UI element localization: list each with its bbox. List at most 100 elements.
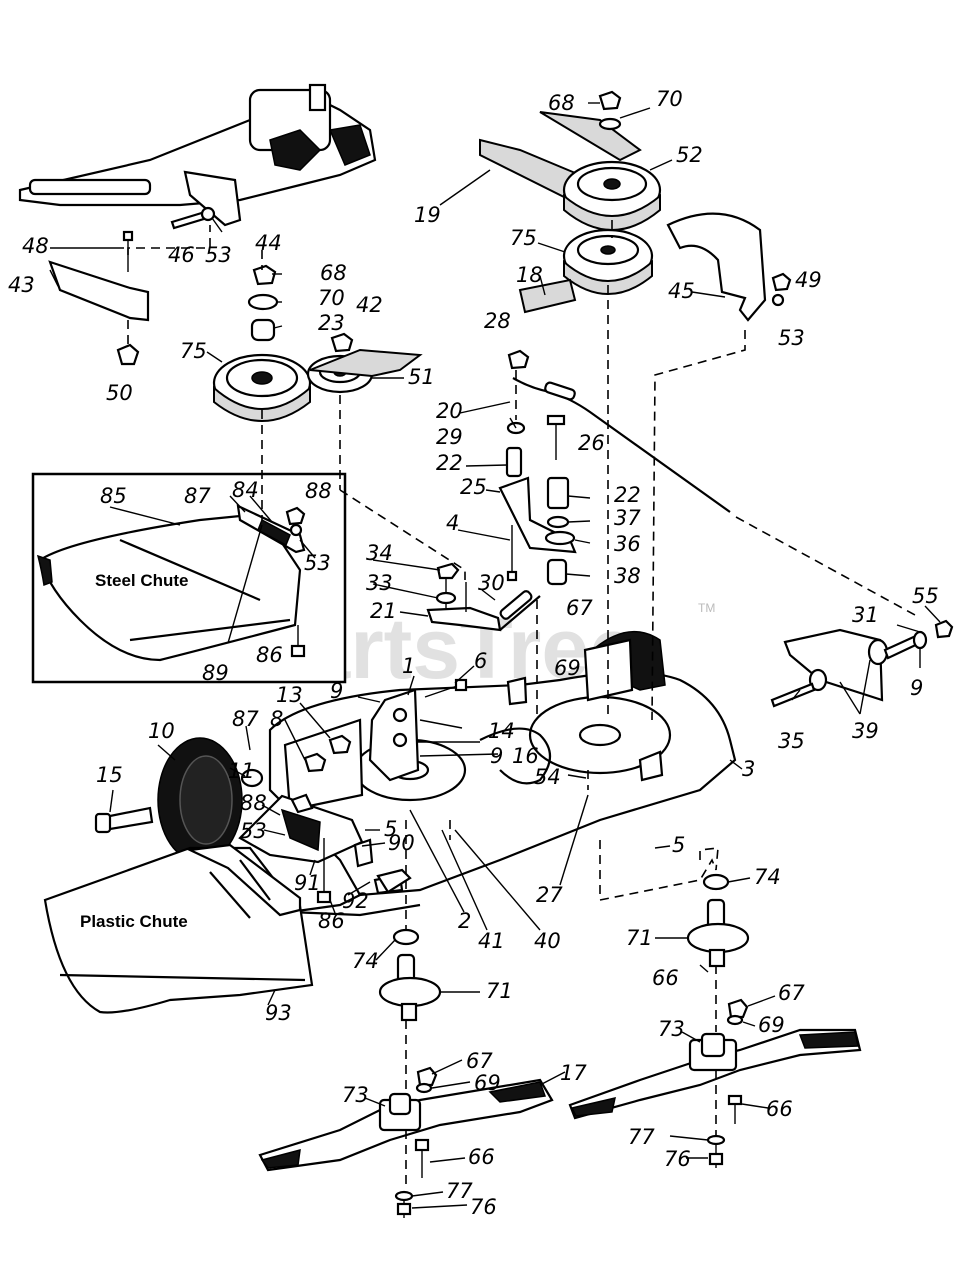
callout: 76 — [470, 1195, 497, 1219]
callout: 67 — [778, 981, 805, 1005]
callout: 66 — [766, 1097, 793, 1121]
steel-chute-label: Steel Chute — [95, 571, 189, 590]
callout: 3 — [742, 757, 755, 781]
lever-21 — [426, 562, 541, 632]
callout: 28 — [484, 309, 511, 333]
callout: 92 — [342, 889, 369, 913]
callout-numbers: 68 70 52 19 75 18 45 49 53 48 46 53 44 4… — [8, 87, 939, 1219]
callout: 44 — [255, 231, 282, 255]
callout: 17 — [560, 1061, 587, 1085]
belt-guard-45 — [666, 212, 792, 322]
callout: 33 — [366, 571, 393, 595]
idler-bracket-hardware — [498, 349, 731, 586]
callout: 88 — [240, 791, 267, 815]
idler-51 — [306, 332, 423, 394]
spindle-71-right — [686, 873, 750, 968]
callout: 71 — [626, 926, 653, 950]
callout: 36 — [614, 532, 641, 556]
callout: 67 — [566, 596, 593, 620]
callout: 6 — [474, 649, 487, 673]
callout: 37 — [614, 506, 641, 530]
callout: 30 — [478, 571, 505, 595]
callout: 53 — [778, 326, 805, 350]
deflector-assembly — [238, 793, 412, 904]
pulley-52 — [562, 90, 662, 231]
callout: 86 — [318, 909, 345, 933]
blade-left — [258, 1066, 554, 1172]
callout: 54 — [534, 765, 561, 789]
callout: 87 — [184, 484, 211, 508]
callout: 48 — [22, 234, 49, 258]
transaxle — [18, 83, 377, 227]
callout: 74 — [754, 865, 781, 889]
callout: 50 — [106, 381, 133, 405]
callout: 31 — [852, 603, 879, 627]
callout: 5 — [672, 833, 685, 857]
watermark-tm: TM — [698, 601, 715, 615]
callout: 67 — [466, 1049, 493, 1073]
callout: 53 — [240, 819, 267, 843]
callout: 89 — [202, 661, 229, 685]
callout: 74 — [352, 949, 379, 973]
callout: 42 — [356, 293, 383, 317]
callout: 86 — [256, 643, 283, 667]
callout: 53 — [205, 243, 232, 267]
callout: 68 — [548, 91, 575, 115]
callout: 27 — [536, 883, 563, 907]
callout: 2 — [458, 909, 471, 933]
leader-lines — [49, 102, 941, 1209]
callout: 71 — [486, 979, 513, 1003]
callout: 69 — [758, 1013, 785, 1037]
callout: 5 — [384, 817, 397, 841]
callout: 15 — [96, 763, 123, 787]
callout: 9 — [910, 676, 923, 700]
pulley-75-right — [562, 228, 654, 295]
callout: 13 — [276, 683, 303, 707]
callout: 51 — [408, 365, 435, 389]
belt-18 — [518, 278, 577, 314]
callout: 19 — [414, 203, 441, 227]
callout: 88 — [305, 479, 332, 503]
callout: 75 — [180, 339, 207, 363]
callout: 4 — [446, 511, 459, 535]
callout: 8 — [270, 707, 283, 731]
callout: 75 — [510, 226, 537, 250]
callout: 69 — [554, 656, 581, 680]
callout: 52 — [676, 143, 703, 167]
callout: 21 — [370, 599, 397, 623]
callout: 77 — [628, 1125, 655, 1149]
callout: 77 — [446, 1179, 473, 1203]
blade-right — [568, 998, 862, 1120]
callout: 73 — [658, 1017, 685, 1041]
gauge-wheel-10 — [94, 737, 264, 863]
callout: 45 — [668, 279, 695, 303]
callout: 38 — [614, 564, 641, 588]
callout: 20 — [436, 399, 463, 423]
callout: 87 — [232, 707, 259, 731]
callout: 1 — [402, 654, 415, 678]
blade-bolts — [394, 1094, 743, 1218]
plastic-chute: Plastic Chute — [43, 843, 314, 1014]
pivot-bracket-39 — [770, 619, 954, 708]
spindle-71-left — [378, 928, 442, 1022]
callout: 73 — [342, 1083, 369, 1107]
callout: 85 — [100, 484, 127, 508]
callout: 49 — [795, 268, 822, 292]
callout: 76 — [664, 1147, 691, 1171]
callout: 39 — [852, 719, 879, 743]
bracket-43 — [48, 230, 150, 366]
callout: 66 — [468, 1145, 495, 1169]
callout: 46 — [168, 243, 195, 267]
callout: 93 — [265, 1001, 292, 1025]
plastic-chute-label: Plastic Chute — [80, 912, 188, 931]
callout: 35 — [778, 729, 805, 753]
callout: 23 — [318, 311, 345, 335]
callout: 43 — [8, 273, 35, 297]
callout: 26 — [578, 431, 605, 455]
callout: 22 — [436, 451, 463, 475]
callout: 69 — [474, 1071, 501, 1095]
bolt-46 — [170, 206, 216, 230]
callout: 68 — [320, 261, 347, 285]
pulley-75-left — [212, 264, 312, 422]
